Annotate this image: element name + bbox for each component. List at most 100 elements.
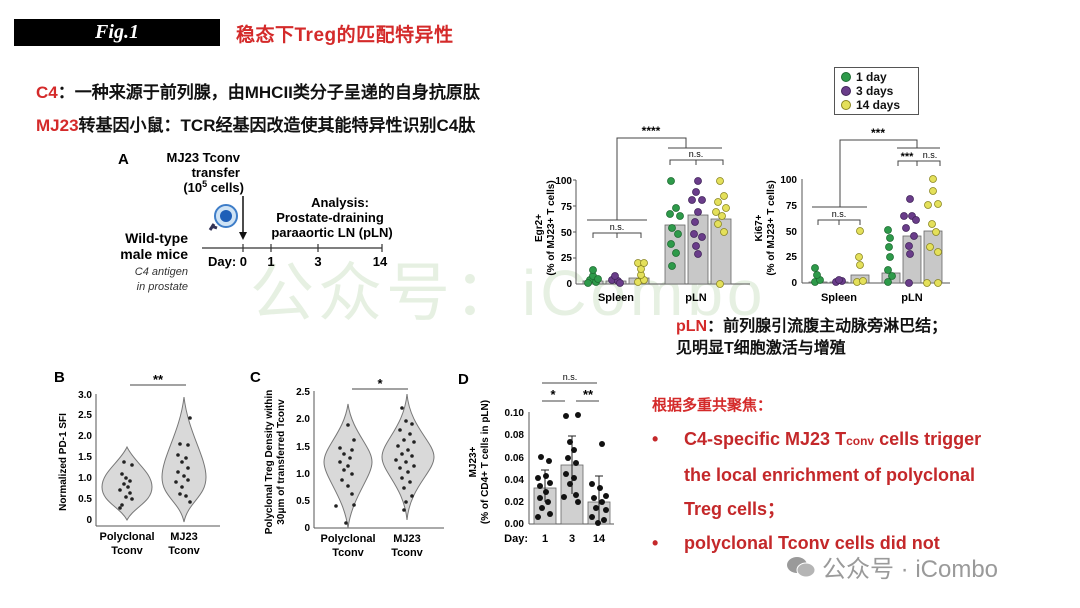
svg-text:2.0: 2.0	[296, 414, 310, 425]
ki67-xlabel-pln: pLN	[901, 292, 922, 304]
svg-text:0.5: 0.5	[78, 494, 92, 505]
b-xlabel-mj23: MJ23	[170, 531, 198, 543]
analysis-line1: Analysis:	[311, 195, 369, 210]
conclusion-bullet-1: • C4-specific MJ23 Tconv cells trigger	[652, 422, 1052, 458]
egr2-ylabel-1: Egr2+	[534, 214, 545, 242]
panel-a-label: A	[118, 151, 129, 168]
intro-key-mj23: MJ23	[36, 116, 79, 135]
intro-line-c4: C4：一种来源于前列腺，由MHCII类分子呈递的自身抗原肽	[36, 78, 480, 103]
b-ylabel: Normalized PD-1 SFI	[58, 413, 69, 511]
svg-text:50: 50	[561, 228, 573, 239]
svg-text:0.04: 0.04	[505, 475, 525, 486]
timeline-axis	[202, 244, 383, 252]
d-xlabel-1: 1	[542, 533, 548, 545]
conclusions-heading: 根据多重共聚焦：	[652, 397, 773, 414]
c-ylabel-1: Polyclonal Treg Density within	[264, 390, 275, 534]
legend-dot-yellow-icon	[841, 100, 851, 110]
antigen-line2: in prostate	[137, 281, 188, 293]
pln-note-line2: 见明显T细胞激活与增殖	[676, 340, 846, 357]
ki67-pln-ns: n.s.	[923, 150, 938, 160]
t-cell-icon	[208, 204, 238, 231]
legend-item-3days: 3 days	[841, 84, 912, 98]
egr2-sig-4star: ****	[642, 124, 661, 138]
legend: 1 day 3 days 14 days	[834, 67, 919, 115]
svg-text:2.5: 2.5	[296, 387, 310, 398]
egr2-ylabel-2: (% of MJ23+ T cells)	[546, 180, 557, 275]
b-sig-2star: **	[153, 372, 164, 387]
svg-text:0.08: 0.08	[505, 430, 525, 441]
ki67-pln-3star: ***	[901, 151, 915, 163]
panel-a-schematic: A MJ23 Tconv transfer (105 cells) Analys…	[118, 150, 393, 293]
svg-text:1.0: 1.0	[78, 473, 92, 484]
antigen-line1: C4 antigen	[135, 266, 188, 278]
c-ylabel-2: 30μm of transferred Tconv	[276, 399, 287, 525]
ki67-ylabel-2: (% of MJ23+ T cells)	[766, 180, 777, 275]
panel-c-label: C	[250, 369, 261, 386]
intro-text-c4: ：一种来源于前列腺，由MHCII类分子呈递的自身抗原肽	[57, 83, 480, 102]
pln-note: pLN：前列腺引流腹主动脉旁淋巴结； 见明显T细胞激活与增殖	[676, 316, 947, 360]
c-xlabel-tconv-2: Tconv	[391, 547, 423, 559]
svg-text:25: 25	[786, 252, 798, 263]
conclusions-list: • C4-specific MJ23 Tconv cells trigger t…	[652, 422, 1052, 560]
svg-text:1.5: 1.5	[78, 452, 92, 463]
legend-item-1day: 1 day	[841, 70, 912, 84]
svg-text:0.10: 0.10	[505, 408, 525, 419]
svg-text:0.02: 0.02	[505, 497, 525, 508]
svg-text:100: 100	[780, 175, 797, 186]
d-sig-1star: *	[550, 387, 556, 402]
watermark-corner: 公众号 · iCombo	[786, 549, 998, 584]
mice-line2: male mice	[120, 246, 188, 262]
svg-text:3.0: 3.0	[78, 390, 92, 401]
svg-text:0: 0	[791, 278, 797, 289]
c-xlabel-tconv-1: Tconv	[332, 547, 364, 559]
ki67-spleen-ns: n.s.	[832, 209, 847, 219]
transfer-line2: transfer	[192, 165, 240, 180]
conclusion-bullet-2: • polyclonal Tconv cells did not	[652, 526, 1052, 560]
figure-label: Fig.1	[14, 19, 220, 46]
d-ylabel-2: (% of CD4+ T cells in pLN)	[480, 400, 491, 524]
slide-title: 稳态下Treg的匹配特异性	[236, 25, 454, 46]
intro-key-c4: C4	[36, 83, 58, 102]
day-label: Day: 0	[208, 254, 247, 269]
analysis-line3: paraaortic LN (pLN)	[271, 225, 392, 240]
svg-text:100: 100	[555, 176, 572, 187]
bullet-icon: •	[652, 533, 659, 553]
svg-text:75: 75	[786, 201, 798, 212]
c-xlabel-mj23: MJ23	[393, 533, 421, 545]
d-xlabel-3: 3	[569, 533, 575, 545]
d-sig-2star: **	[583, 387, 594, 402]
conclusion-bullet-1-line2: the local enrichment of polyclonal	[684, 465, 976, 485]
transfer-line3: (105 cells)	[183, 179, 244, 195]
injection-arrow-icon	[239, 196, 247, 240]
egr2-pln-ns: n.s.	[689, 149, 704, 159]
pln-note-key: pLN	[676, 318, 708, 335]
intro-line-mj23: MJ23转基因小鼠：TCR经基因改造使其能特异性识别C4肽	[36, 111, 475, 136]
c-xlabel-polyclonal: Polyclonal	[320, 533, 375, 545]
chart-b-violin: B Normalized PD-1 SFI 3.02.52.01.51.00.5…	[54, 369, 220, 557]
bullet-icon: •	[652, 429, 659, 449]
mice-line1: Wild-type	[125, 230, 188, 246]
svg-text:0.06: 0.06	[505, 453, 525, 464]
c-sig-1star: *	[377, 376, 383, 391]
d-sig-ns: n.s.	[563, 372, 578, 382]
pln-note-line1: ：前列腺引流腹主动脉旁淋巴结；	[707, 318, 948, 335]
conclusion-bullet-1-line3: Treg cells；	[684, 499, 786, 519]
svg-text:2.0: 2.0	[78, 431, 92, 442]
svg-text:0: 0	[566, 279, 572, 290]
chart-c-violin: C Polyclonal Treg Density within 30μm of…	[250, 369, 444, 559]
day-3: 3	[314, 254, 321, 269]
ki67-sig-3star: ***	[871, 126, 885, 140]
transfer-line1: MJ23 Tconv	[167, 150, 241, 165]
panel-b-label: B	[54, 369, 65, 386]
chart-d-bar: D MJ23+ (% of CD4+ T cells in pLN) 0.100…	[458, 371, 614, 545]
b-xlabel-tconv-2: Tconv	[168, 545, 200, 557]
svg-text:0: 0	[304, 523, 310, 534]
svg-text:0.00: 0.00	[505, 519, 525, 530]
egr2-xlabel-spleen: Spleen	[598, 292, 634, 304]
svg-text:1.0: 1.0	[296, 469, 310, 480]
legend-dot-purple-icon	[841, 86, 851, 96]
svg-text:25: 25	[561, 253, 573, 264]
day-14: 14	[373, 254, 388, 269]
d-xlabel-14: 14	[593, 533, 606, 545]
